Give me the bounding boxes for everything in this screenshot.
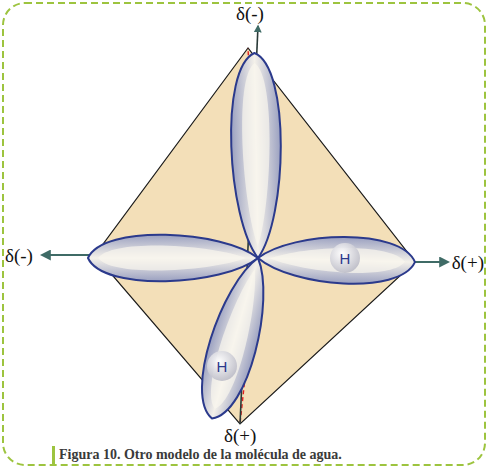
atom-label: H: [217, 359, 228, 374]
partial-charge-label: δ(+): [224, 426, 256, 445]
caption-bar: [52, 446, 55, 465]
partial-charge-label: δ(-): [236, 4, 264, 23]
hydrogen-sphere: [330, 243, 360, 273]
axis-arrow: [415, 261, 448, 263]
dashed-frame: [3, 3, 485, 465]
figure-caption: Figura 10. Otro modelo de la molécula de…: [59, 448, 342, 462]
atom-label: H: [340, 251, 351, 266]
partial-charge-label: δ(-): [5, 246, 33, 265]
orbital-lobes: [88, 53, 416, 425]
hydrogen-sphere: [207, 351, 237, 381]
axis-arrow: [42, 254, 95, 256]
partial-charge-label: δ(+): [452, 253, 484, 272]
